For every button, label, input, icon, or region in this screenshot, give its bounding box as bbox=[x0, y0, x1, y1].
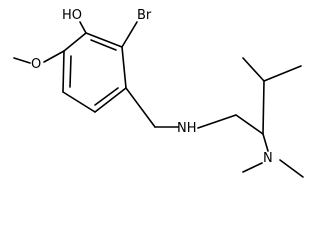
bond-ch-n bbox=[262, 133, 269, 152]
bond-ring-ch2 bbox=[125, 87, 156, 128]
bond-isopropyl-methyl-left bbox=[242, 57, 265, 82]
amine-label: NH bbox=[177, 121, 197, 136]
bond-nh-ch2 bbox=[197, 114, 237, 129]
dimethylamino-label: N bbox=[263, 151, 273, 166]
ring-bond bbox=[94, 87, 127, 113]
bond-c-br bbox=[121, 21, 138, 48]
bond-ch-isopropyl bbox=[262, 80, 265, 135]
bond-n-methyl-left bbox=[242, 162, 263, 173]
bond-ch2-ch bbox=[235, 114, 264, 135]
ring-bond bbox=[62, 50, 65, 93]
methoxy-oxygen-label: O bbox=[31, 57, 41, 72]
ring-double-bond bbox=[90, 39, 117, 51]
molecule-structure-diagram: HO Br O NH N bbox=[13, 8, 304, 178]
bond-c-o-methoxy bbox=[43, 50, 65, 63]
ring-bond bbox=[62, 91, 96, 113]
bond-c-oh bbox=[79, 21, 87, 34]
bond-o-methyl bbox=[13, 57, 31, 64]
ring-double-bond bbox=[69, 55, 72, 88]
hydroxyl-label: HO bbox=[62, 8, 82, 23]
ring-bond bbox=[121, 46, 127, 89]
benzene-ring bbox=[62, 32, 127, 113]
ring-bond bbox=[63, 32, 87, 52]
bond-isopropyl-methyl-right bbox=[263, 65, 302, 82]
ring-double-bond bbox=[94, 87, 119, 106]
ring-bond bbox=[85, 32, 123, 48]
bond-n-methyl-right bbox=[279, 159, 304, 178]
bromine-label: Br bbox=[137, 8, 152, 23]
